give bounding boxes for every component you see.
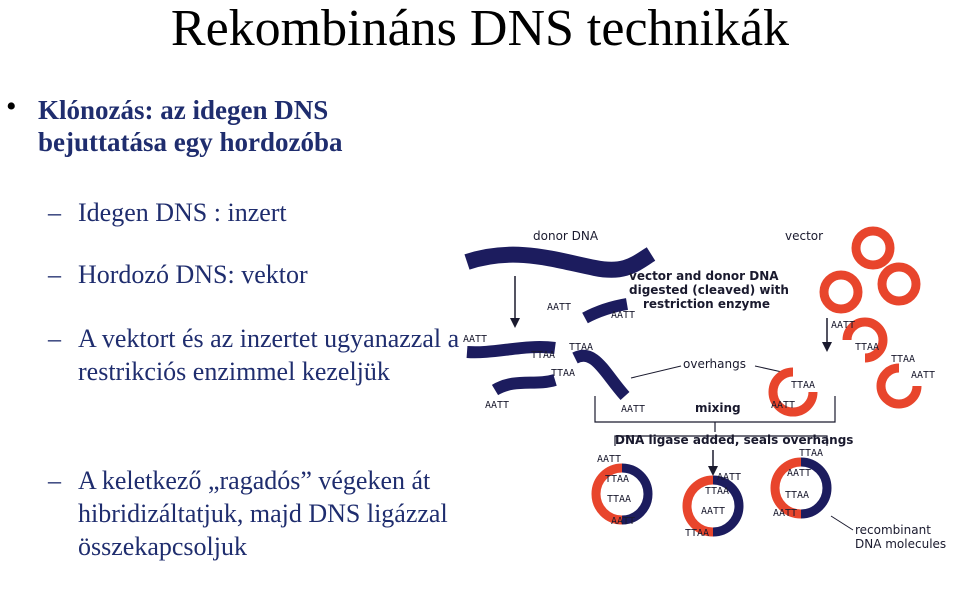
arrowhead-icon (708, 466, 718, 476)
vector-segment (591, 463, 623, 525)
sticky-end-aatt: AATT (547, 302, 571, 313)
sticky-end-tt: TTAA (791, 380, 815, 391)
insert-segment (800, 457, 832, 519)
recombinant-label-line2: DNA molecules (855, 537, 946, 551)
digest-label-line3: restriction enzyme (643, 297, 770, 311)
sticky-end-aatt: AATT (701, 506, 725, 517)
sub-bullet-text: A keletkező „ragadós” végeken át hibridi… (78, 466, 448, 561)
sticky-end-aatt: AATT (831, 320, 855, 331)
sub-bullet-text: A vektort és az inzertet ugyanazzal a re… (78, 324, 460, 386)
donor-fragment-insert (572, 349, 630, 401)
vector-plasmid (851, 226, 895, 270)
sticky-end-ttaa: TTAA (531, 350, 555, 361)
sticky-end-aatt: AATT (611, 310, 635, 321)
sticky-end-aatt: AATT (485, 400, 509, 411)
dash-marker: – (48, 260, 61, 289)
opened-vector (842, 317, 888, 363)
sticky-end-aatt: AATT (597, 454, 621, 465)
sticky-end-aatt: AATT (773, 508, 797, 519)
vector-label: vector (785, 229, 823, 243)
sticky-end-aatt: AATT (717, 472, 741, 483)
vector-segment (682, 475, 714, 537)
dash-marker: – (48, 198, 61, 227)
digest-label-line2: digested (cleaved) with (629, 283, 789, 297)
ligase-bracket (614, 435, 828, 446)
donor-dna-label: donor DNA (533, 229, 599, 243)
main-bullet: Klónozás: az idegen DNS bejuttatása egy … (38, 95, 343, 157)
dash-marker: – (48, 466, 61, 495)
sticky-end-ttaa: TTAA (569, 342, 593, 353)
sticky-end-aatt: AATT (911, 370, 935, 381)
arrowhead-icon (822, 342, 832, 352)
sub-bullet-text: Hordozó DNS: vektor (78, 260, 308, 289)
recombinant-molecule: AATT TTAA AATT TTAA (682, 472, 744, 539)
sticky-end-ttaa: TTAA (855, 342, 879, 353)
vector-plasmid (877, 262, 921, 306)
donor-fragment (582, 298, 629, 324)
mixing-label: mixing (695, 401, 741, 415)
slide-title: Rekombináns DNS technikák (170, 0, 790, 57)
sticky-end-aatt: AATT (621, 404, 645, 415)
opened-vector (768, 367, 818, 417)
sticky-end-aatt: AATT (611, 516, 635, 527)
sticky-end-ttaa: TTAA (705, 486, 729, 497)
arrowhead-icon (510, 318, 520, 328)
overhangs-pointer (630, 365, 682, 379)
recombinant-molecule: AATT TTAA TTAA AATT (591, 454, 653, 527)
donor-dna-strand (464, 246, 656, 278)
sticky-end-aatt: AATT (771, 400, 795, 411)
overhangs-label: overhangs (683, 357, 746, 371)
donor-fragment (466, 341, 556, 359)
opened-vector (876, 363, 922, 409)
sticky-end-ttaa: TTAA (891, 354, 915, 365)
bullet-marker: • (6, 90, 17, 123)
sticky-end-ttaa: TTAA (551, 368, 575, 379)
recombinant-label-line1: recombinant (855, 523, 931, 537)
digest-label-line1: vector and donor DNA (629, 269, 779, 283)
donor-fragment (491, 374, 557, 396)
recombinant-molecule: TTAA AATT TTAA AATT (770, 448, 832, 519)
sticky-end-ttaa: TTAA (605, 474, 629, 485)
sticky-end-aatt: AATT (787, 468, 811, 479)
sticky-end-ttaa: TTAA (685, 528, 709, 539)
insert-segment (621, 463, 653, 525)
ligase-label: DNA ligase added, seals overhangs (615, 433, 853, 447)
sticky-end-ttaa: TTAA (607, 494, 631, 505)
insert-segment (712, 475, 744, 537)
sticky-end-ttaa: TTAA (799, 448, 823, 459)
recombinant-pointer (830, 515, 854, 531)
dash-marker: – (48, 324, 61, 353)
sticky-end-aatt: AATT (463, 334, 487, 345)
sub-bullet-text: Idegen DNS : inzert (78, 198, 287, 227)
vector-segment (770, 457, 802, 519)
vector-plasmid (819, 270, 863, 314)
recombinant-dna-diagram: donor DNA vector vector and donor DNA di… (463, 226, 946, 551)
sticky-end-ttaa: TTAA (785, 490, 809, 501)
